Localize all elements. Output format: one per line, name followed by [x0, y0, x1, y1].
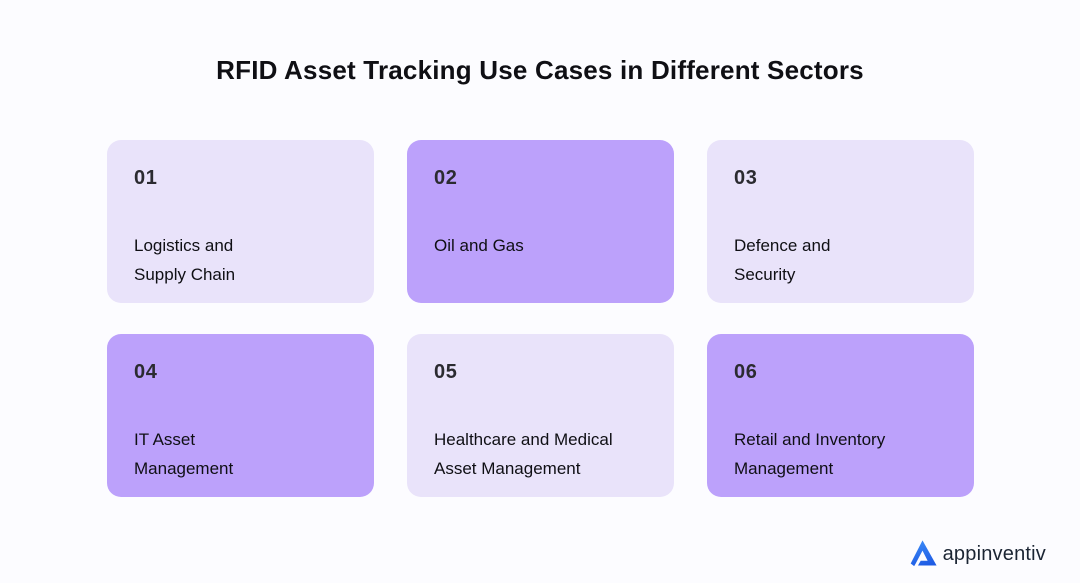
sector-card: 02 Oil and Gas — [407, 140, 674, 303]
appinventiv-logo: appinventiv — [907, 539, 1046, 570]
logo-wordmark: appinventiv — [942, 543, 1046, 565]
card-number: 06 — [734, 361, 758, 383]
page-title: RFID Asset Tracking Use Cases in Differe… — [216, 55, 864, 85]
appinventiv-a-icon — [907, 539, 938, 570]
card-number: 01 — [134, 167, 158, 189]
card-number: 03 — [734, 167, 758, 189]
card-number: 04 — [134, 361, 158, 383]
card-label: Oil and Gas — [434, 236, 524, 255]
card-number: 02 — [434, 167, 458, 189]
card-number: 05 — [434, 361, 458, 383]
